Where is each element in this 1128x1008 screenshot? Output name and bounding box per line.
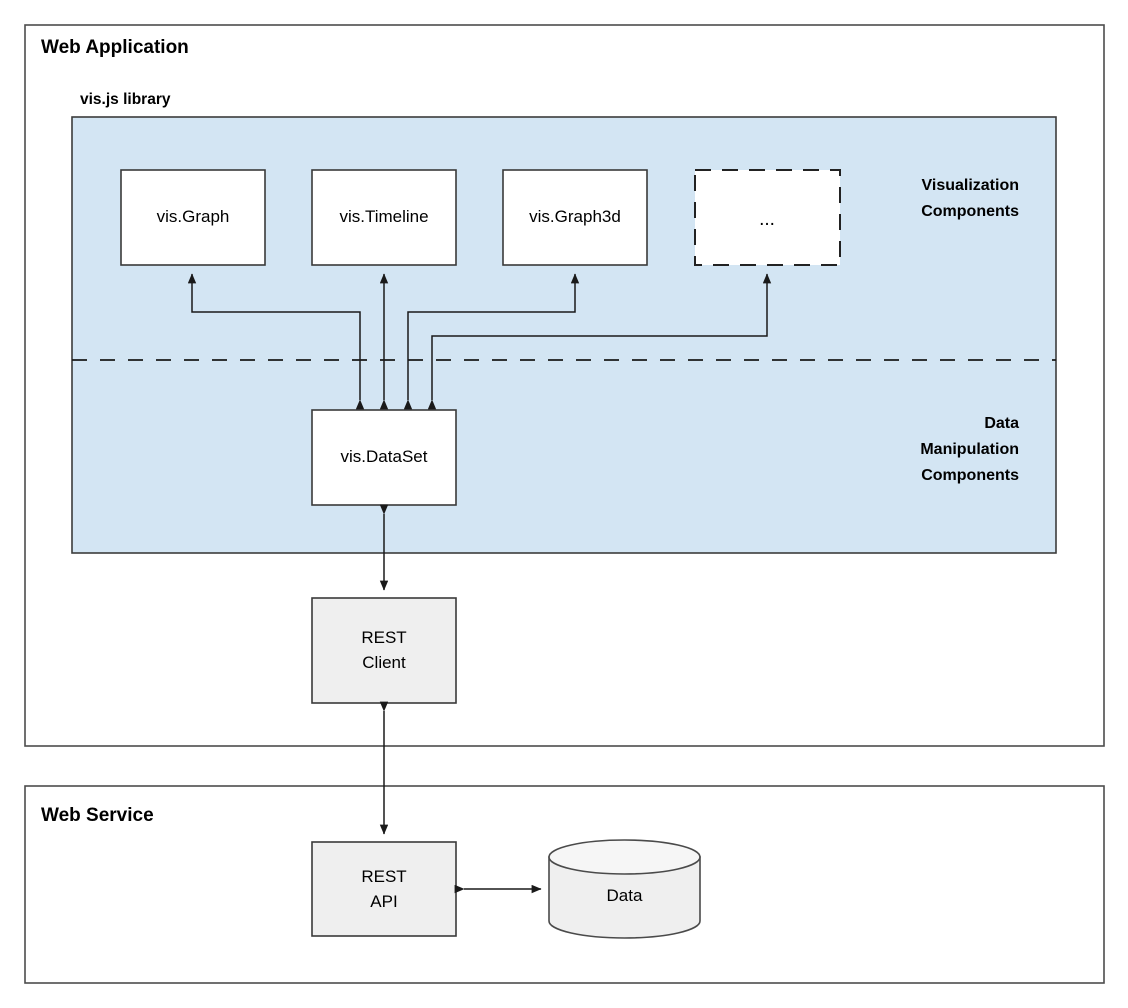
svg-text:Components: Components: [921, 203, 1019, 220]
panel-web-service-title: Web Service: [41, 805, 154, 826]
node-vis-dataset-box[interactable]: [311, 409, 457, 506]
svg-text:Components: Components: [921, 467, 1019, 484]
node-rest-api[interactable]: REST API: [311, 841, 457, 937]
node-data-store[interactable]: Data: [548, 839, 701, 939]
data-manipulation-components-label: Data Manipulation Components: [920, 415, 1019, 484]
connector-more-components-dataset: [427, 273, 772, 410]
node-vis-timeline[interactable]: vis.Timeline: [311, 169, 457, 266]
library-title: vis.js library: [80, 91, 171, 108]
node-rest-api-label-line2: API: [370, 892, 397, 911]
node-more-components-box[interactable]: [694, 169, 841, 266]
node-rest-api-box[interactable]: [311, 841, 457, 937]
node-rest-api-label-line1: REST: [361, 867, 406, 886]
node-data-store-label: Data: [607, 886, 643, 905]
node-rest-client[interactable]: REST Client: [311, 597, 457, 704]
node-vis-graph[interactable]: vis.Graph: [120, 169, 266, 266]
svg-text:Manipulation: Manipulation: [920, 441, 1019, 458]
node-rest-client-box[interactable]: [311, 597, 457, 704]
node-data-store-top: [548, 839, 701, 875]
node-vis-timeline-box[interactable]: [311, 169, 457, 266]
node-vis-graph3d-label: vis.Graph3d: [529, 207, 621, 226]
node-more-components[interactable]: ...: [694, 169, 841, 266]
node-vis-graph3d-box[interactable]: [502, 169, 648, 266]
node-data-store-body[interactable]: [548, 856, 701, 939]
node-vis-graph-label: vis.Graph: [157, 207, 230, 226]
node-vis-graph3d[interactable]: vis.Graph3d: [502, 169, 648, 266]
node-rest-client-label-line1: REST: [361, 628, 406, 647]
svg-text:Data: Data: [984, 415, 1019, 432]
node-vis-dataset-label: vis.DataSet: [341, 447, 428, 466]
node-vis-dataset[interactable]: vis.DataSet: [311, 409, 457, 506]
node-rest-client-label-line2: Client: [362, 653, 406, 672]
connector-vis-graph-dataset: [187, 273, 365, 410]
visualization-components-label: Visualization Components: [921, 177, 1019, 220]
node-more-components-label: ...: [759, 209, 775, 230]
node-vis-timeline-label: vis.Timeline: [339, 207, 428, 226]
node-vis-graph-box[interactable]: [120, 169, 266, 266]
panel-web-application-title: Web Application: [41, 37, 189, 58]
svg-text:Visualization: Visualization: [921, 177, 1019, 194]
